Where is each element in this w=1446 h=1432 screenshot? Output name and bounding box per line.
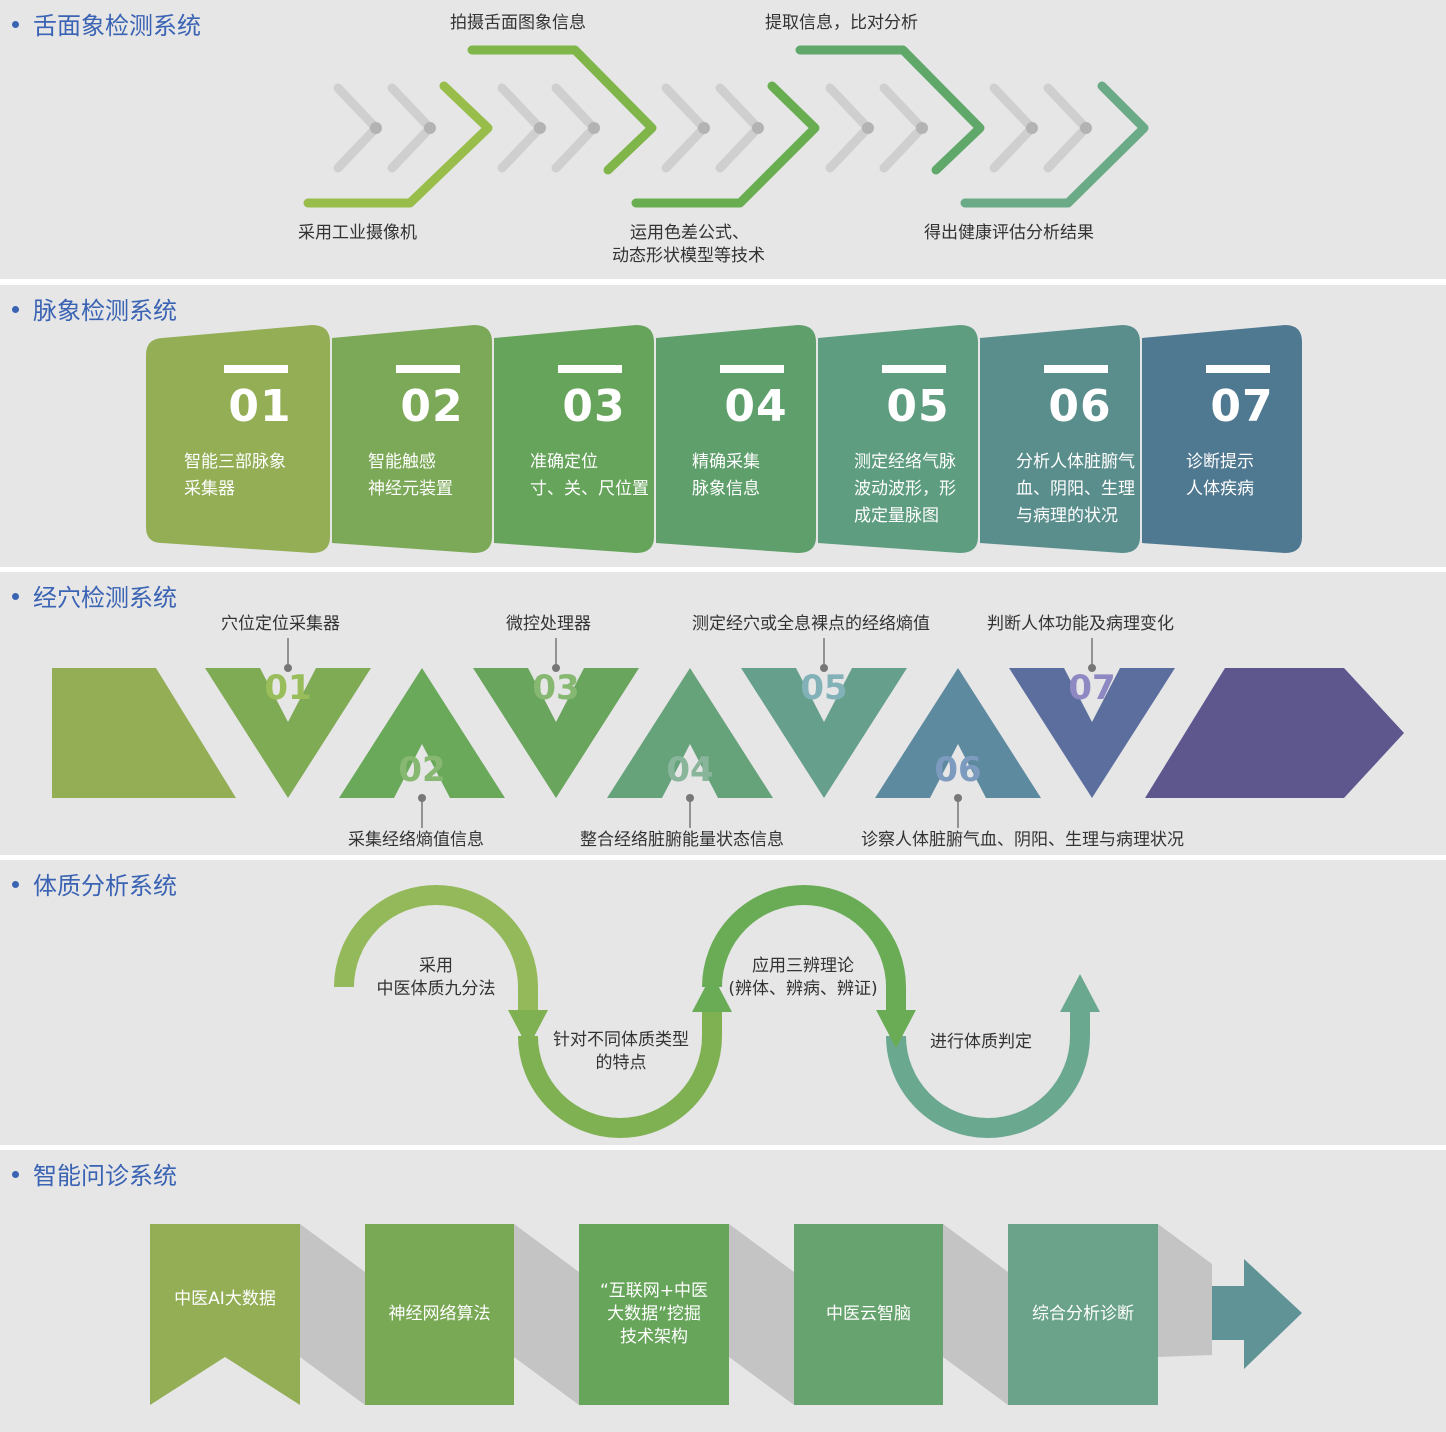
bullet-icon	[12, 592, 19, 600]
tongue-label-result: 得出健康评估分析结果	[924, 223, 1094, 243]
pulse-card-bar	[396, 365, 460, 373]
constitution-step-2: 针对不同体质类型的特点	[553, 1030, 689, 1073]
tongue-label-camera: 采用工业摄像机	[298, 223, 417, 243]
pulse-card-text: 寸、关、尺位置	[530, 479, 649, 499]
pulse-card-text: 成定量脉图	[854, 506, 939, 526]
pulse-card-number: 05	[886, 381, 950, 432]
inquiry-box-line: 技术架构	[620, 1327, 688, 1347]
acupoint-label-2: 采集经络熵值信息	[348, 830, 484, 850]
pulse-card-text: 精确采集	[692, 452, 760, 472]
acupoint-label-3: 微控处理器	[506, 614, 591, 634]
arrow-right-icon	[1212, 1259, 1302, 1369]
tongue-chevron-graphic	[303, 45, 1149, 208]
inquiry-box-text: “互联网+中医大数据”挖掘技术架构	[579, 1224, 729, 1405]
acupoint-number-6: 06	[934, 750, 982, 790]
inquiry-box-text: 中医AI大数据	[150, 1224, 300, 1374]
pulse-card-number: 02	[400, 381, 464, 432]
pulse-card-number: 07	[1210, 381, 1274, 432]
constitution-section-title: 体质分析系统	[12, 866, 177, 901]
bullet-icon	[12, 1170, 19, 1178]
pulse-card-text: 准确定位	[530, 452, 598, 472]
acupoint-label-1: 穴位定位采集器	[221, 614, 340, 634]
pulse-card-bar	[558, 365, 622, 373]
pulse-card-number: 06	[1048, 381, 1112, 432]
acupoint-number-4: 04	[666, 750, 714, 790]
acupoint-number-7: 07	[1068, 668, 1116, 708]
acupoint-section-title: 经穴检测系统	[12, 578, 177, 613]
pulse-card-6	[980, 325, 1140, 553]
pulse-card-4	[656, 325, 816, 553]
inquiry-box-1	[150, 1224, 300, 1405]
tongue-label-formula-1: 运用色差公式、	[630, 223, 749, 243]
acupoint-number-5: 05	[800, 668, 848, 708]
inquiry-box-line: 神经网络算法	[388, 1304, 491, 1324]
pulse-card-bar	[1206, 365, 1270, 373]
pulse-card-text: 测定经络气脉	[854, 452, 956, 472]
inquiry-box-line: 综合分析诊断	[1032, 1304, 1134, 1324]
tongue-section: 舌面象检测系统	[0, 0, 1446, 279]
acupoint-label-6: 诊察人体脏腑气血、阴阳、生理与病理状况	[861, 830, 1184, 850]
pulse-card-bar	[882, 365, 946, 373]
inquiry-box-text: 神经网络算法	[365, 1224, 514, 1405]
pulse-card-3	[494, 325, 654, 553]
pulse-card-5	[818, 325, 978, 553]
pulse-card-bar	[720, 365, 784, 373]
acupoint-label-7: 判断人体功能及病理变化	[987, 614, 1174, 634]
inquiry-box-line: 大数据”挖掘	[607, 1304, 701, 1324]
pulse-card-bar	[224, 365, 288, 373]
acupoint-label-5: 测定经穴或全息裸点的经络熵值	[692, 614, 930, 634]
tongue-label-extract: 提取信息，比对分析	[765, 13, 918, 33]
pulse-card-number: 04	[724, 381, 788, 432]
inquiry-box-2	[365, 1224, 514, 1405]
pulse-card-text: 波动波形，形	[854, 479, 956, 499]
pulse-card-text: 智能三部脉象	[184, 452, 286, 472]
inquiry-box-5	[1008, 1224, 1158, 1405]
tongue-section-title: 舌面象检测系统	[12, 6, 201, 41]
bullet-icon	[12, 305, 19, 313]
inquiry-box-text: 综合分析诊断	[1008, 1224, 1158, 1405]
pulse-card-text: 神经元装置	[368, 479, 453, 499]
pulse-card-7	[1142, 325, 1302, 553]
pulse-card-number: 01	[228, 381, 292, 432]
pulse-card-text: 智能触感	[368, 452, 436, 472]
pulse-section: 脉象检测系统 01 智能三部脉象采集器 02 智能触感神经元装置 03 准确定位寸、关、尺…	[0, 285, 1446, 567]
inquiry-box-text: 中医云智脑	[794, 1224, 943, 1405]
acupoint-number-3: 03	[532, 668, 580, 708]
constitution-wave-graphic	[334, 885, 1100, 1138]
inquiry-box-line: “互联网+中医	[599, 1281, 709, 1301]
acupoint-zigzag-graphic	[52, 638, 1404, 828]
inquiry-box-line: 中医云智脑	[826, 1304, 911, 1324]
pulse-card-text: 采集器	[184, 479, 235, 499]
pulse-card-text: 脉象信息	[692, 479, 760, 499]
pulse-card-text: 与病理的状况	[1016, 506, 1118, 526]
inquiry-box-line: 中医AI大数据	[174, 1288, 276, 1309]
inquiry-section-title: 智能问诊系统	[12, 1156, 177, 1191]
pulse-cards-graphic	[146, 325, 1302, 553]
pulse-card-text: 血、阴阳、生理	[1016, 479, 1135, 499]
inquiry-box-4	[794, 1224, 943, 1405]
constitution-section: 体质分析系统 采用中医体质九分法 针对不同体质类型的特点 应用三辨理论(辨体、辨…	[0, 860, 1446, 1145]
acupoint-section: 经穴检测系统 01 02 03 04 05 06 07 穴位定位采集器 微控处理器 测定经穴…	[0, 572, 1446, 855]
constitution-step-1: 采用中医体质九分法	[376, 956, 496, 999]
pulse-card-1	[146, 325, 330, 553]
pulse-section-title: 脉象检测系统	[12, 291, 177, 326]
pulse-card-2	[332, 325, 492, 553]
bullet-icon	[12, 20, 19, 28]
tongue-label-formula-2: 动态形状模型等技术	[612, 246, 765, 266]
pulse-card-bar	[1044, 365, 1108, 373]
acupoint-label-4: 整合经络脏腑能量状态信息	[580, 830, 784, 850]
inquiry-flow-graphic	[150, 1224, 1302, 1405]
inquiry-section: 智能问诊系统 中医AI大数据神经网络算法 “互联网+中医大数据”挖掘技术架构 中医云…	[0, 1150, 1446, 1432]
acupoint-number-1: 01	[264, 668, 312, 708]
constitution-step-3: 应用三辨理论(辨体、辨病、辨证)	[728, 956, 878, 999]
bullet-icon	[12, 880, 19, 888]
pulse-card-text: 分析人体脏腑气	[1016, 452, 1135, 472]
acupoint-number-2: 02	[398, 750, 446, 790]
pulse-card-number: 03	[562, 381, 626, 432]
inquiry-box-3	[579, 1224, 729, 1405]
pulse-card-text: 人体疾病	[1186, 479, 1254, 499]
pulse-card-text: 诊断提示	[1186, 452, 1254, 472]
constitution-step-4: 进行体质判定	[930, 1032, 1032, 1052]
tongue-label-capture: 拍摄舌面图象信息	[450, 13, 586, 33]
